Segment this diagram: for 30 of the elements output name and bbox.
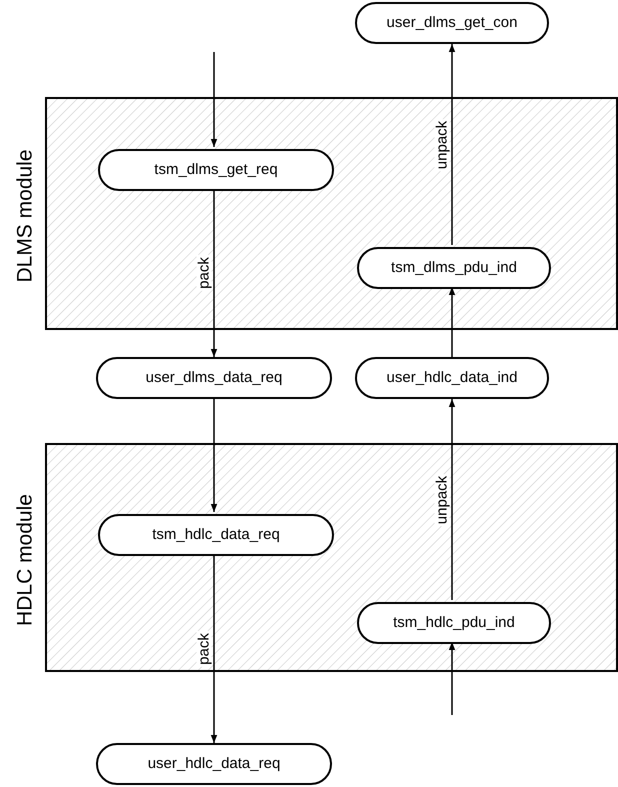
process-pill bbox=[98, 514, 334, 556]
process-pill bbox=[355, 357, 549, 399]
edge-label: unpack bbox=[434, 118, 450, 171]
arrow bbox=[448, 44, 456, 245]
process-pill bbox=[96, 357, 332, 399]
node-label: user_hdlc_data_ind bbox=[386, 368, 518, 388]
node-label: user_hdlc_data_req bbox=[148, 754, 280, 774]
process-pill bbox=[357, 247, 551, 289]
process-pill bbox=[355, 2, 549, 44]
process-pill bbox=[98, 149, 334, 191]
edge-label: unpack bbox=[434, 473, 450, 526]
band-label: DLMS module bbox=[14, 148, 36, 282]
edge-label: pack bbox=[196, 630, 212, 666]
node-label: tsm_dlms_get_req bbox=[154, 160, 278, 180]
node-label: tsm_hdlc_data_req bbox=[152, 524, 280, 545]
arrow bbox=[210, 52, 218, 147]
band-label: HDLC module bbox=[14, 494, 36, 626]
arrow bbox=[210, 554, 218, 743]
arrow bbox=[210, 189, 218, 357]
arrow bbox=[210, 399, 218, 512]
node-label: tsm_hdlc_pdu_ind bbox=[393, 612, 515, 633]
arrow bbox=[448, 287, 456, 357]
node-label: user_dlms_get_con bbox=[386, 12, 518, 33]
process-pill bbox=[96, 743, 332, 785]
node-label: tsm_dlms_pdu_ind bbox=[391, 258, 517, 278]
arrow bbox=[448, 399, 456, 600]
arrow bbox=[448, 642, 456, 715]
edge-label: pack bbox=[196, 255, 212, 291]
node-label: user_dlms_data_req bbox=[146, 368, 282, 388]
process-pill bbox=[357, 602, 551, 644]
